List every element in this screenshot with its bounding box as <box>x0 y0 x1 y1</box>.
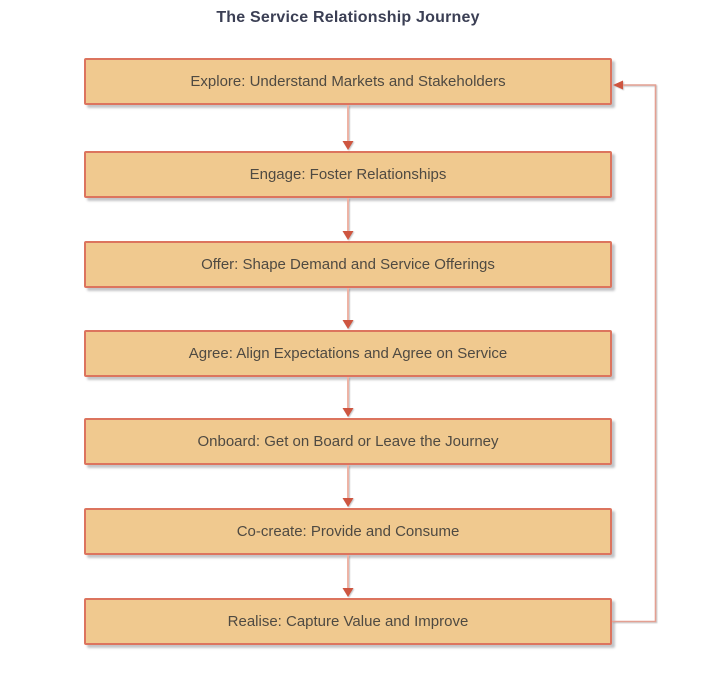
flow-step-label: Engage: Foster Relationships <box>249 166 447 183</box>
flow-step-label: Realise: Capture Value and Improve <box>227 613 469 630</box>
flow-step-onboard: Onboard: Get on Board or Leave the Journ… <box>84 418 612 465</box>
arrow-down-icon <box>342 198 354 240</box>
flow-step-engage: Engage: Foster Relationships <box>84 151 612 198</box>
flow-step-offer: Offer: Shape Demand and Service Offering… <box>84 241 612 288</box>
flow-step-label: Co-create: Provide and Consume <box>236 523 460 540</box>
flow-step-agree: Agree: Align Expectations and Agree on S… <box>84 330 612 377</box>
arrow-down-icon <box>342 465 354 507</box>
flow-step-label: Explore: Understand Markets and Stakehol… <box>190 73 506 90</box>
feedback-loop-arrow-icon <box>612 80 657 623</box>
flow-step-realise: Realise: Capture Value and Improve <box>84 598 612 645</box>
flow-step-label: Agree: Align Expectations and Agree on S… <box>188 345 508 362</box>
flow-step-explore: Explore: Understand Markets and Stakehol… <box>84 58 612 105</box>
flow-step-label: Offer: Shape Demand and Service Offering… <box>201 256 495 273</box>
arrow-down-icon <box>342 288 354 329</box>
diagram-title: The Service Relationship Journey <box>216 9 480 26</box>
arrow-down-icon <box>342 105 354 150</box>
arrow-down-icon <box>342 555 354 597</box>
flow-step-label: Onboard: Get on Board or Leave the Journ… <box>197 433 499 450</box>
arrow-down-icon <box>342 377 354 417</box>
flow-step-cocreate: Co-create: Provide and Consume <box>84 508 612 555</box>
